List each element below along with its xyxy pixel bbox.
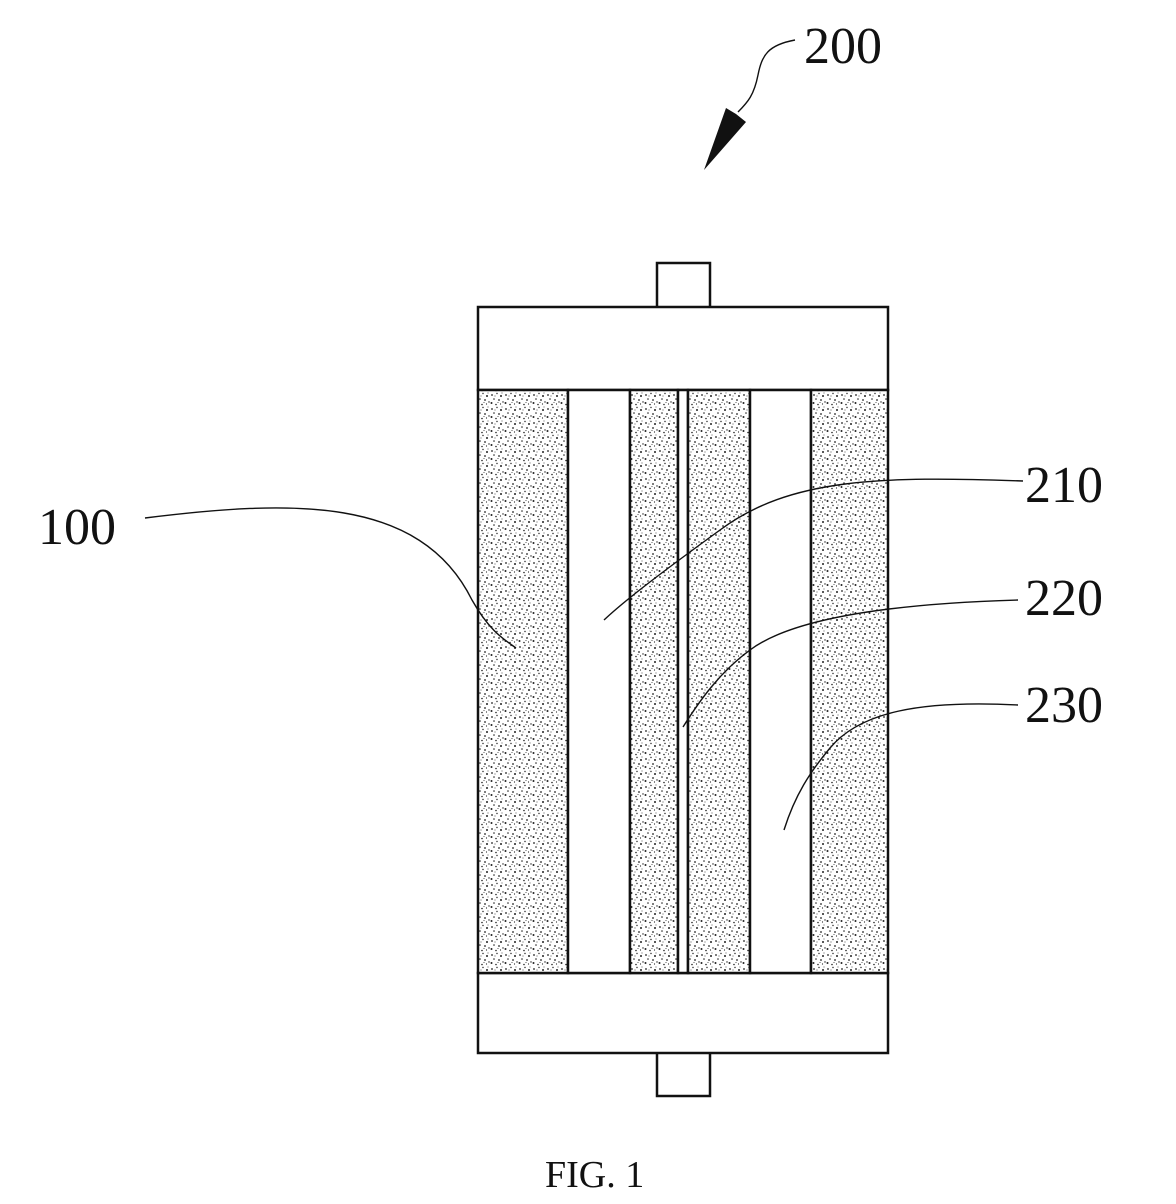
label-200: 200 [804, 18, 882, 75]
bottom-cap [478, 973, 888, 1053]
top-terminal [657, 263, 710, 308]
label-100: 100 [38, 499, 116, 556]
bottom-terminal [657, 1052, 710, 1096]
active-layer-left [630, 390, 678, 973]
label-210: 210 [1025, 457, 1103, 514]
electrode-layer-right [811, 390, 888, 973]
device-pointer [704, 40, 795, 170]
device-pointer-arrowhead [704, 108, 746, 170]
figure-caption: FIG. 1 [545, 1154, 644, 1196]
leader-100 [145, 508, 516, 648]
label-230: 230 [1025, 677, 1103, 734]
separator-left [568, 390, 630, 973]
label-220: 220 [1025, 570, 1103, 627]
center-gap [678, 390, 688, 973]
electrode-layer-left [478, 390, 568, 973]
top-cap [478, 307, 888, 390]
device-pointer-line [738, 40, 795, 112]
device-assembly [478, 263, 888, 1096]
active-layer-right [688, 390, 750, 973]
separator-right [750, 390, 811, 973]
